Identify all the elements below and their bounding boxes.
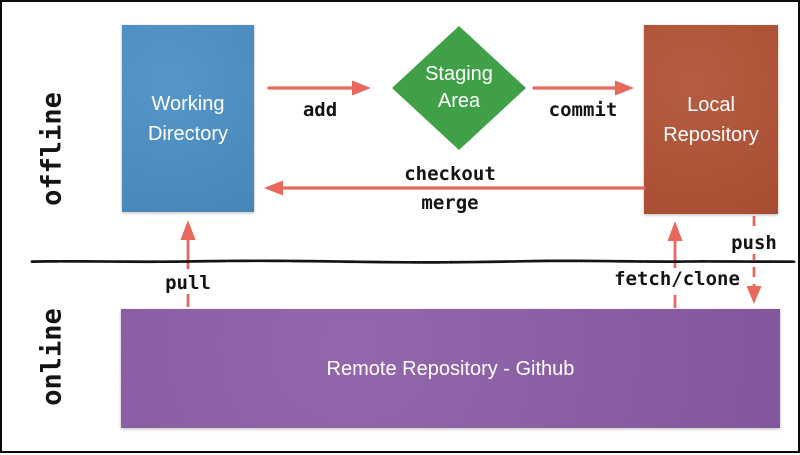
add-command-label: add <box>302 99 338 121</box>
online-lane-label: online <box>36 308 68 406</box>
commit-arrow <box>532 80 634 96</box>
offline-online-divider <box>30 259 796 264</box>
checkout-merge-arrowhead-icon <box>264 180 283 196</box>
commit-command-label: commit <box>548 99 618 121</box>
local-repository-label-line1: Local <box>687 93 735 116</box>
staging-area-label-line2: Area <box>437 90 481 112</box>
working-directory-node: Working Directory <box>122 25 254 212</box>
working-directory-label-line1: Working <box>151 92 225 115</box>
staging-area-label-line1: Staging <box>425 63 493 85</box>
working-directory-label-line2: Directory <box>147 122 228 145</box>
staging-area-label: Staging Area <box>425 61 493 115</box>
remote-repository-label: Remote Repository - Github <box>326 357 575 380</box>
local-repository-node: Local Repository <box>644 25 778 214</box>
offline-lane-label: offline <box>36 92 68 206</box>
push-command-label: push <box>729 232 779 254</box>
merge-command-label: merge <box>421 192 479 214</box>
remote-repository-node: Remote Repository - Github <box>121 309 780 428</box>
local-repository-label-line2: Repository <box>663 123 759 146</box>
commit-arrowhead-icon <box>615 80 634 96</box>
push-arrowhead-icon <box>746 286 762 304</box>
checkout-command-label: checkout <box>404 163 496 185</box>
fetch-clone-arrowhead-icon <box>667 221 683 241</box>
fetch-clone-arrow <box>667 221 683 308</box>
pull-arrowhead-icon <box>180 220 196 240</box>
add-arrow <box>267 80 371 96</box>
pull-command-label: pull <box>163 272 213 294</box>
add-arrowhead-icon <box>352 80 371 96</box>
fetch-clone-command-label: fetch/clone <box>612 268 742 290</box>
push-arrow <box>746 216 762 304</box>
